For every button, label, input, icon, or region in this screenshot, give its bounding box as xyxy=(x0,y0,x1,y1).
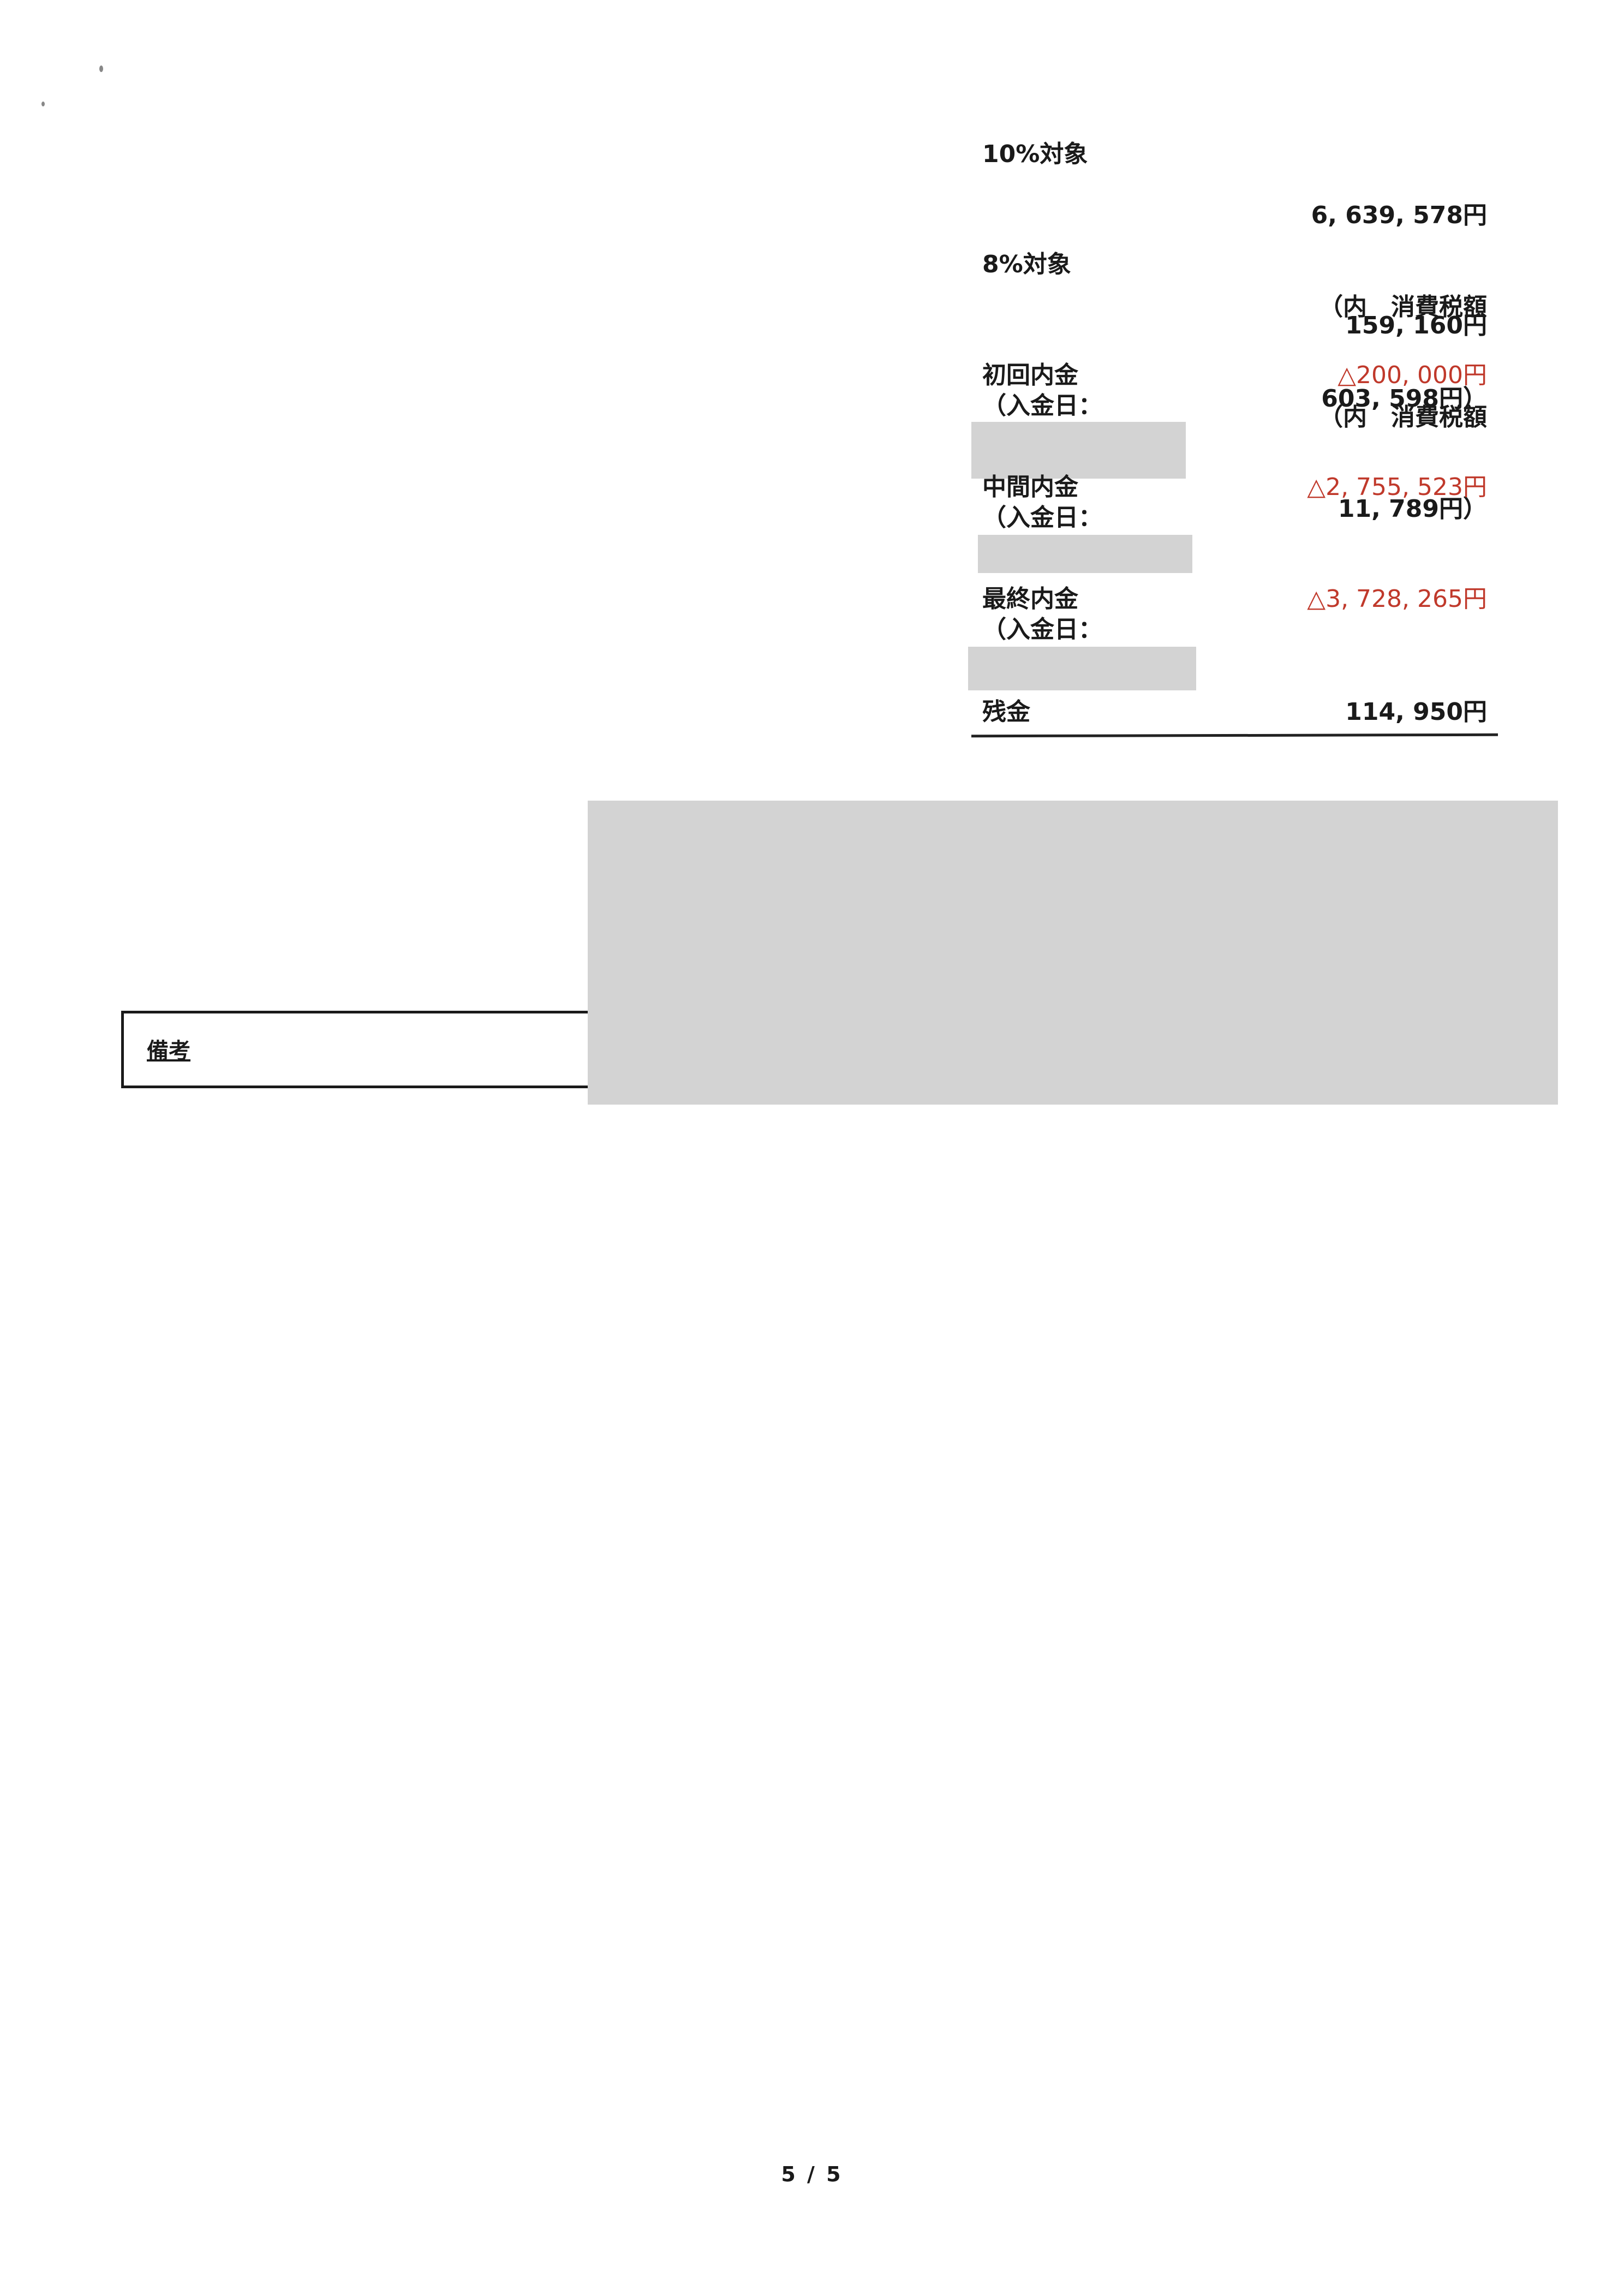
final-deposit-title: 最終内金 xyxy=(982,585,1078,613)
tax-10-label: 10%対象 xyxy=(982,140,1088,168)
final-deposit-label: 最終内金 （入金日： xyxy=(982,584,1102,645)
interim-deposit-date-label: （入金日： xyxy=(982,504,1102,532)
interim-deposit-amount: △2, 755, 523円 xyxy=(1307,473,1487,501)
redacted-block xyxy=(588,801,1558,1105)
interim-deposit-title: 中間内金 xyxy=(982,473,1078,501)
tax-8-tax-amount: 11, 789円） xyxy=(1338,495,1487,523)
redacted-date xyxy=(968,647,1196,690)
remarks-label: 備考 xyxy=(147,1039,190,1064)
tax-8-amount: 159, 160円 xyxy=(1345,312,1487,339)
tax-8-tax-prefix: （内 消費税額 xyxy=(1319,403,1487,431)
balance-underline xyxy=(971,733,1498,738)
balance-label: 残金 xyxy=(982,698,1030,726)
tax-10-tax-prefix: （内 消費税額 xyxy=(1319,293,1487,321)
scan-speck xyxy=(41,102,45,106)
redacted-date xyxy=(978,535,1192,573)
initial-deposit-label: 初回内金 （入金日： xyxy=(982,360,1102,421)
initial-deposit-date-label: （入金日： xyxy=(982,392,1102,420)
initial-deposit-amount: △200, 000円 xyxy=(1338,361,1487,389)
page-number: 5 / 5 xyxy=(781,2162,843,2186)
balance-amount: 114, 950円 xyxy=(1345,698,1487,726)
tax-10-amount: 6, 639, 578円 xyxy=(1311,201,1487,229)
final-deposit-amount: △3, 728, 265円 xyxy=(1307,585,1487,613)
remarks-box: 備考 xyxy=(121,1011,612,1088)
tax-8-label: 8%対象 xyxy=(982,251,1071,278)
redacted-date xyxy=(971,422,1186,479)
tax-10-tax-amount: 603, 598円） xyxy=(1321,385,1487,413)
tax-8-amount-block: 159, 160円 （内 消費税額 11, 789円） xyxy=(1319,249,1487,586)
interim-deposit-label: 中間内金 （入金日： xyxy=(982,472,1102,533)
scan-speck xyxy=(99,65,103,72)
initial-deposit-title: 初回内金 xyxy=(982,361,1078,389)
final-deposit-date-label: （入金日： xyxy=(982,616,1102,643)
tax-10-amount-block: 6, 639, 578円 （内 消費税額 603, 598円） xyxy=(1311,139,1487,475)
